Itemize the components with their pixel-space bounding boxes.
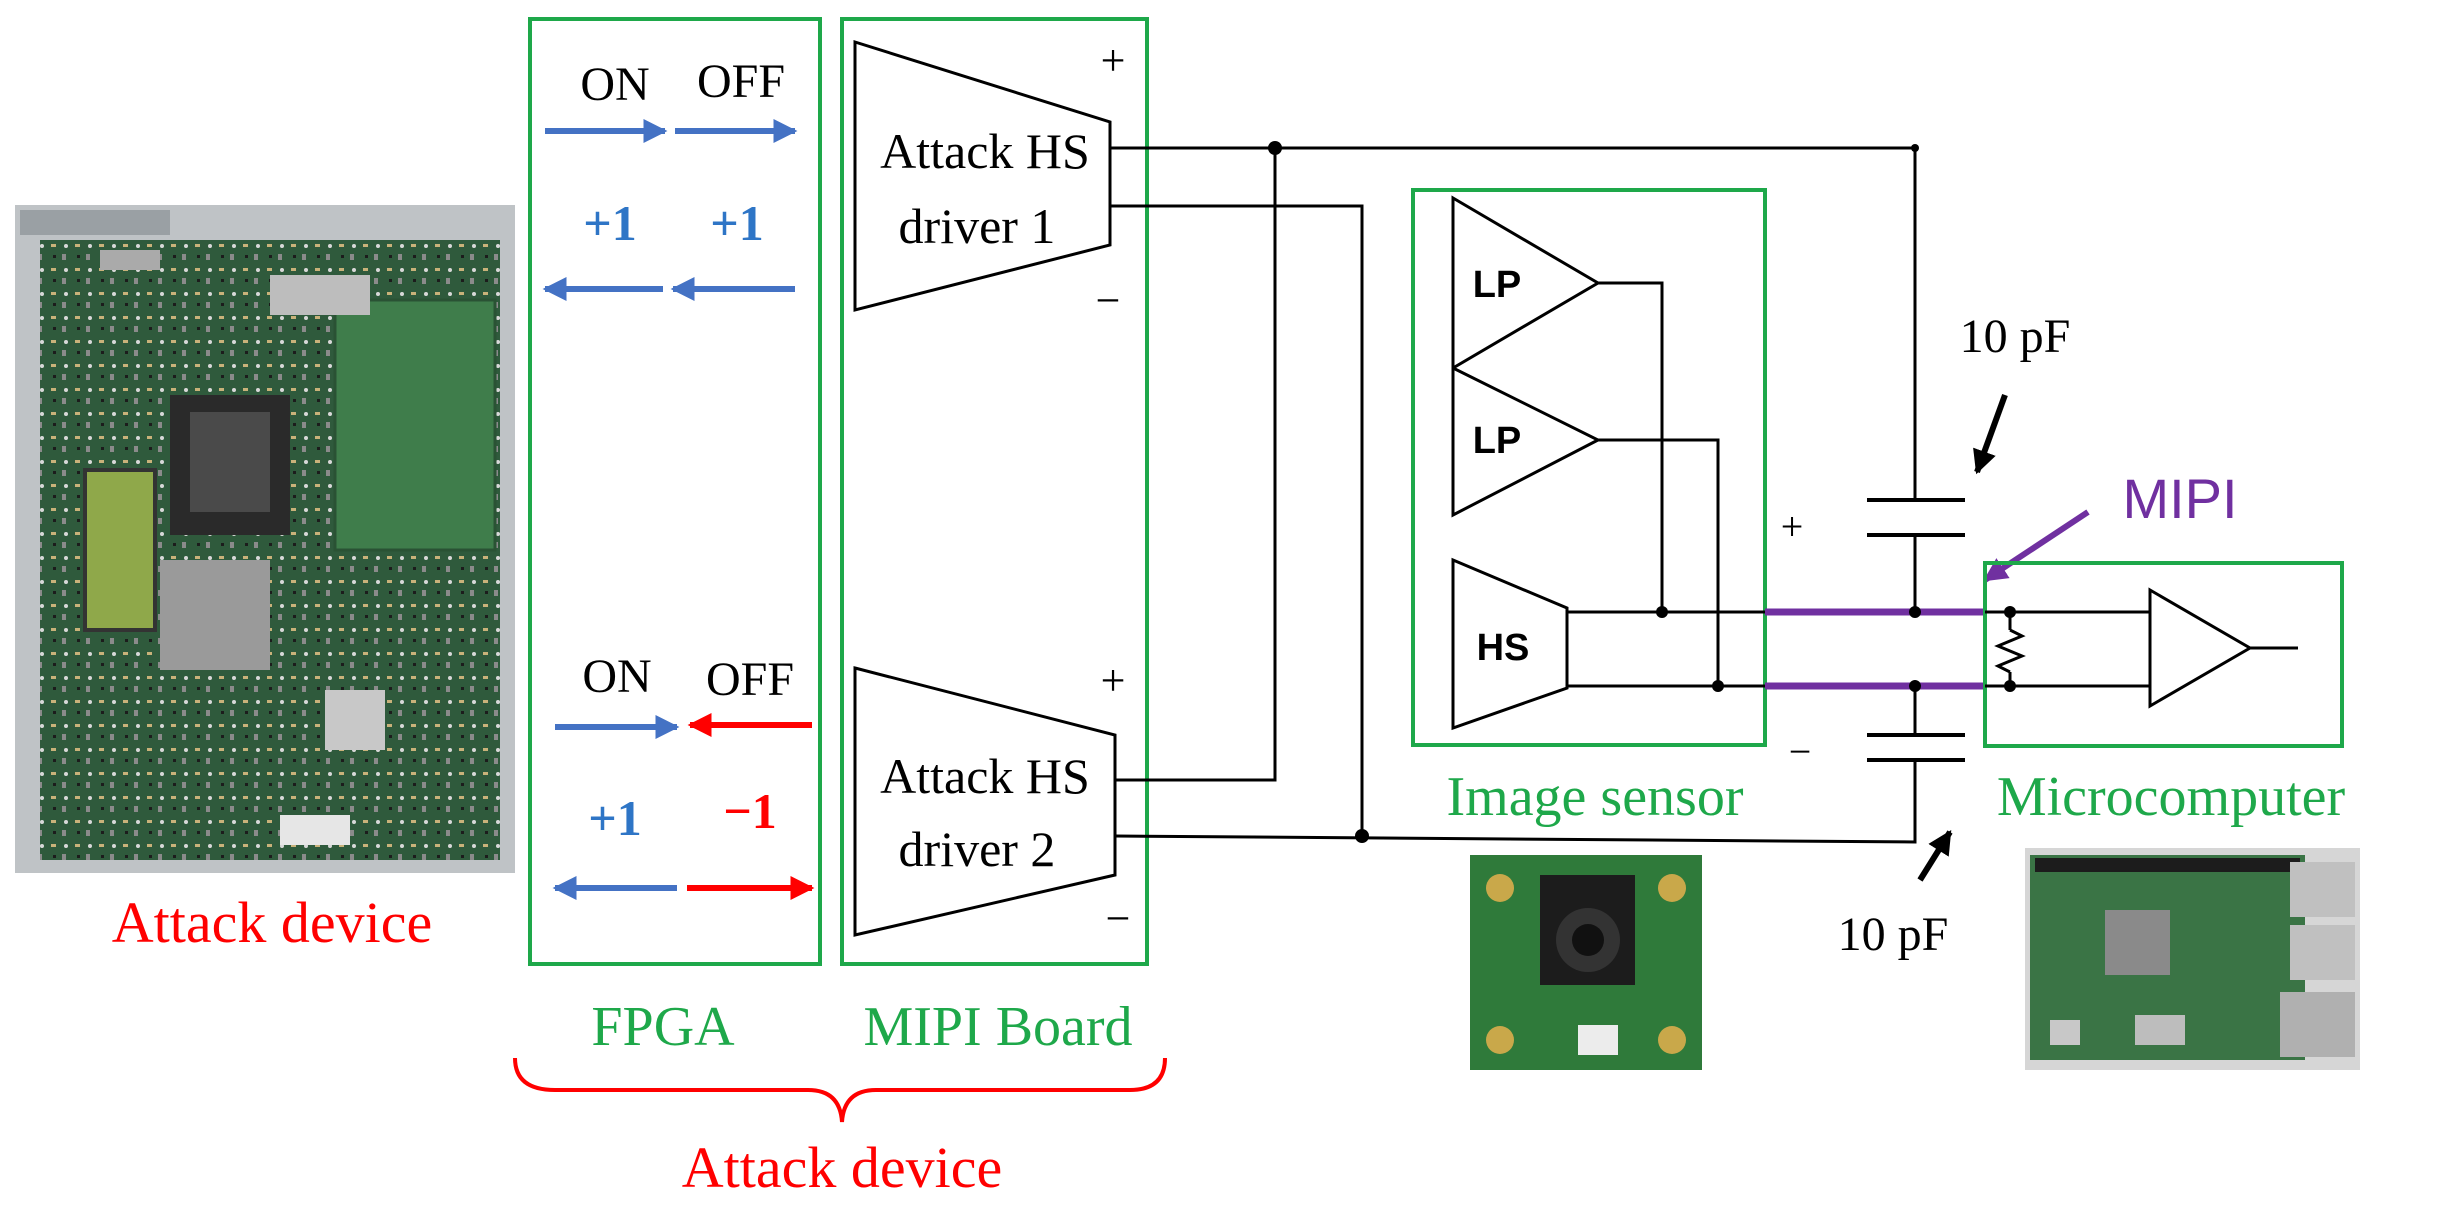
lp-driver-1: [1451, 195, 1601, 371]
fpga-upper-value-right: +1: [710, 195, 764, 251]
mipi-pointer-arrow: [1982, 509, 2090, 583]
capacitor-bottom-arrow: [1917, 829, 1953, 882]
driver2-minus-wire: [1114, 760, 1917, 844]
mipi-label: MIPI: [2122, 467, 2237, 530]
attack-hs-driver-2: [853, 666, 1117, 937]
receiver-amplifier: [2148, 587, 2253, 709]
termination-resistor: [1994, 628, 2026, 674]
junction-dot: [1656, 606, 1668, 618]
lp-driver-2: [1451, 365, 1602, 518]
image-sensor-box: [1411, 188, 1767, 747]
lp1-label: LP: [1473, 264, 1522, 306]
fpga-lower-off-label: OFF: [706, 653, 794, 706]
driver2-plus-wire: [1115, 148, 1277, 782]
lane-minus-sign: −: [1789, 729, 1812, 774]
camera-photo: [1470, 855, 1702, 1070]
driver2-line1: Attack HS: [880, 748, 1090, 804]
image-sensor-label: Image sensor: [1446, 766, 1743, 828]
fpga-lower-value-left: +1: [588, 790, 642, 846]
capacitor-top-label: 10 pF: [1960, 310, 2071, 363]
fpga-upper-value-left: +1: [583, 195, 637, 251]
attack-hs-driver-1: [853, 39, 1112, 312]
mipi-board-box: [840, 17, 1149, 966]
mipi-lanes: + − MIPI: [1765, 467, 2238, 774]
attack-device-brace: [513, 1057, 1167, 1123]
fpga-upper-on-label: ON: [580, 58, 649, 111]
microcomputer-box: [1983, 561, 2344, 748]
driver1-line2: driver 1: [899, 198, 1056, 254]
microcomputer-block: Microcomputer: [1983, 561, 2346, 828]
fpga-label: FPGA: [591, 996, 735, 1058]
mipi-board-label: MIPI Board: [863, 996, 1132, 1058]
driver1-minus: −: [1096, 276, 1121, 325]
hs-label: HS: [1477, 627, 1530, 669]
mipi-board-block: Attack HS driver 1 + − Attack HS driver …: [840, 17, 1149, 1058]
junction-dot: [2004, 680, 2016, 692]
junction-dot: [1911, 144, 1919, 152]
microcomputer-label: Microcomputer: [1997, 766, 2346, 828]
fpga-block: ON OFF +1 +1 ON OFF +1 −1 FPGA: [528, 17, 822, 1058]
sensor-wiring: [1567, 281, 1765, 688]
junction-dot: [2004, 606, 2016, 618]
fpga-upper-off-label: OFF: [697, 55, 785, 108]
lp1-wire: [1598, 281, 1664, 612]
driver2-line2: driver 2: [899, 821, 1056, 877]
attack-device-left-label: Attack device: [112, 890, 432, 955]
capacitor-bottom-label: 10 pF: [1838, 908, 1949, 961]
capacitor-top: [1867, 498, 1965, 612]
lane-plus-sign: +: [1781, 504, 1804, 549]
junction-dot: [1355, 829, 1369, 843]
capacitor-bottom: [1867, 686, 1965, 762]
lp2-wire: [1598, 438, 1720, 686]
image-sensor-block: LP LP HS Image sensor: [1411, 188, 1767, 828]
capacitor-top-arrow: [1973, 393, 2008, 475]
fpga-lower-value-right: −1: [723, 783, 777, 839]
fpga-lower-on-label: ON: [582, 650, 651, 703]
lp2-label: LP: [1473, 420, 1522, 462]
attack-device-bottom-label: Attack device: [682, 1135, 1002, 1200]
attack-device-photo: [15, 205, 515, 873]
driver2-minus: −: [1106, 894, 1131, 943]
microcomputer-photo: [2025, 848, 2360, 1070]
hs-driver: [1451, 557, 1569, 731]
driver2-plus: +: [1101, 656, 1126, 705]
driver1-minus-wire: [1110, 204, 1364, 836]
junction-dot: [1712, 680, 1724, 692]
driver1-plus: +: [1101, 36, 1126, 85]
fpga-box: [528, 17, 822, 966]
driver1-line1: Attack HS: [880, 123, 1090, 179]
junction-dot: [1268, 141, 1282, 155]
